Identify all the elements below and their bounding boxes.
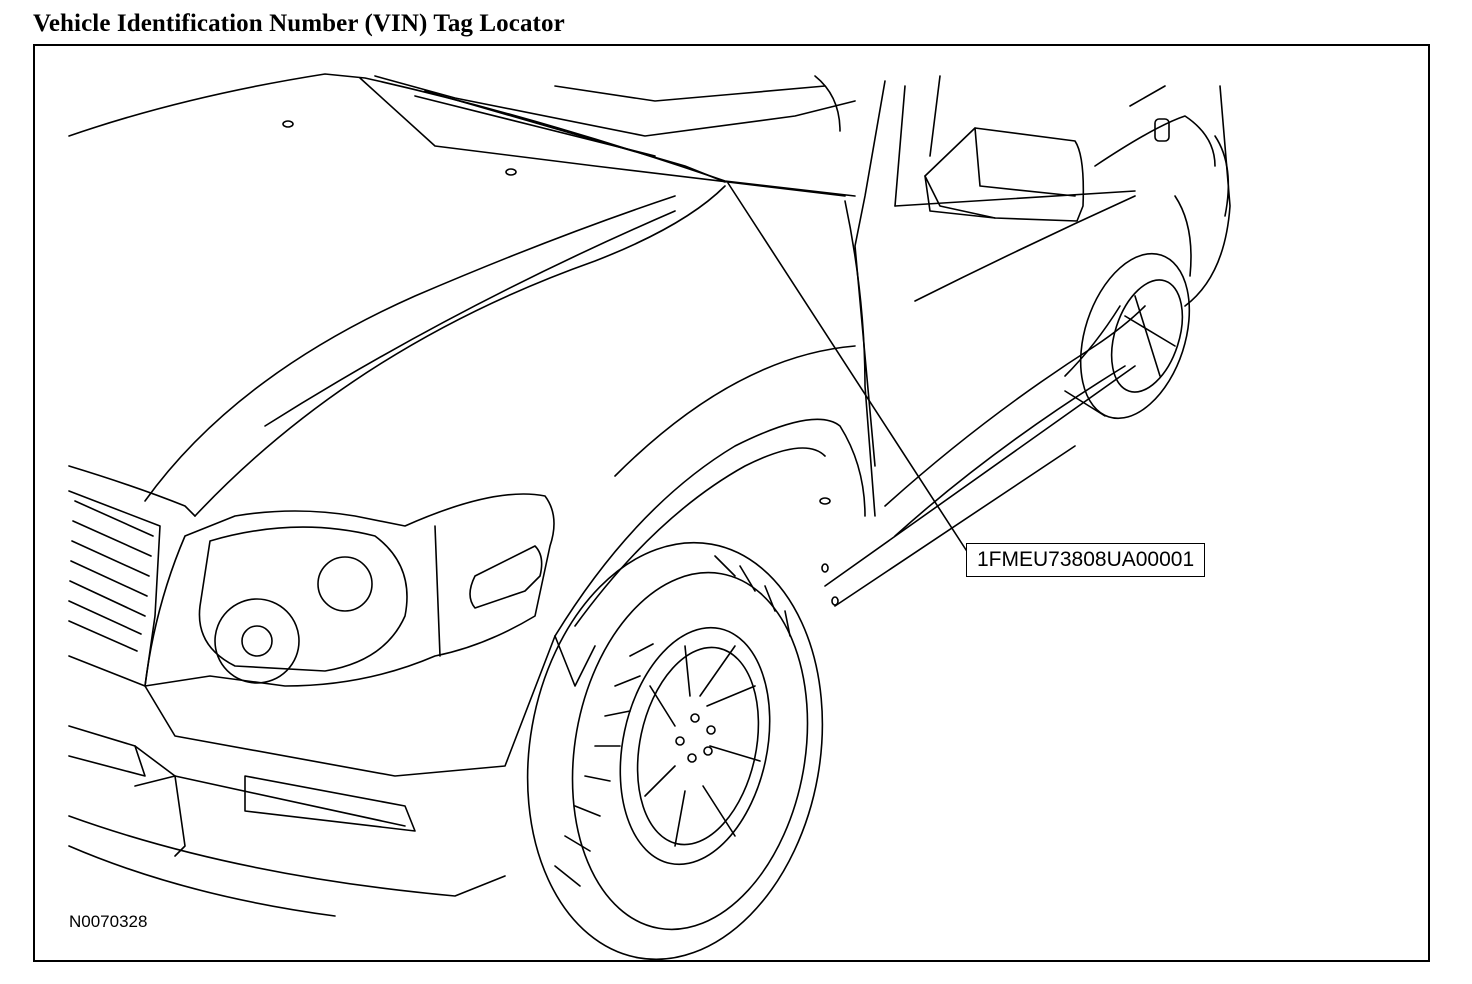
vin-callout-label: 1FMEU73808UA00001 [966, 543, 1206, 577]
front-bumper [68, 635, 596, 917]
front-wheel [526, 541, 824, 960]
figure-id: N0070328 [69, 912, 148, 931]
windshield-area [359, 75, 856, 197]
door-and-mirror [854, 75, 1231, 537]
headlamp [144, 493, 555, 687]
fender-bolt-3 [831, 596, 839, 606]
headlamp-lens-upper [317, 556, 373, 612]
hood [68, 73, 856, 517]
door-handle [1154, 118, 1170, 142]
diagram-frame: 1FMEU73808UA00001 N0070328 [33, 44, 1430, 962]
fender-bolt-1 [819, 497, 831, 505]
page-title: Vehicle Identification Number (VIN) Tag … [33, 10, 565, 37]
side-mirror [924, 127, 1085, 222]
front-fascia [68, 465, 596, 917]
turn-signal [469, 545, 543, 609]
lug-nut-2 [706, 725, 716, 735]
vin-leader-line [727, 182, 971, 557]
rocker-panel [824, 365, 1136, 607]
lug-nut-1 [690, 713, 700, 723]
vehicle-illustration [68, 73, 1231, 960]
hood-vent-2 [505, 168, 517, 176]
hood-vent-1 [282, 120, 294, 128]
fender-bolt-2 [821, 563, 829, 573]
front-fender [554, 200, 876, 637]
lug-nut-3 [703, 746, 713, 756]
fog-lamp [244, 775, 416, 832]
rear-wheel [1064, 135, 1230, 420]
headlamp-lens-lower [214, 598, 300, 684]
lug-nut-4 [687, 753, 697, 763]
grille [68, 500, 154, 652]
lug-nut-5 [675, 736, 685, 746]
front-rim [619, 626, 771, 866]
